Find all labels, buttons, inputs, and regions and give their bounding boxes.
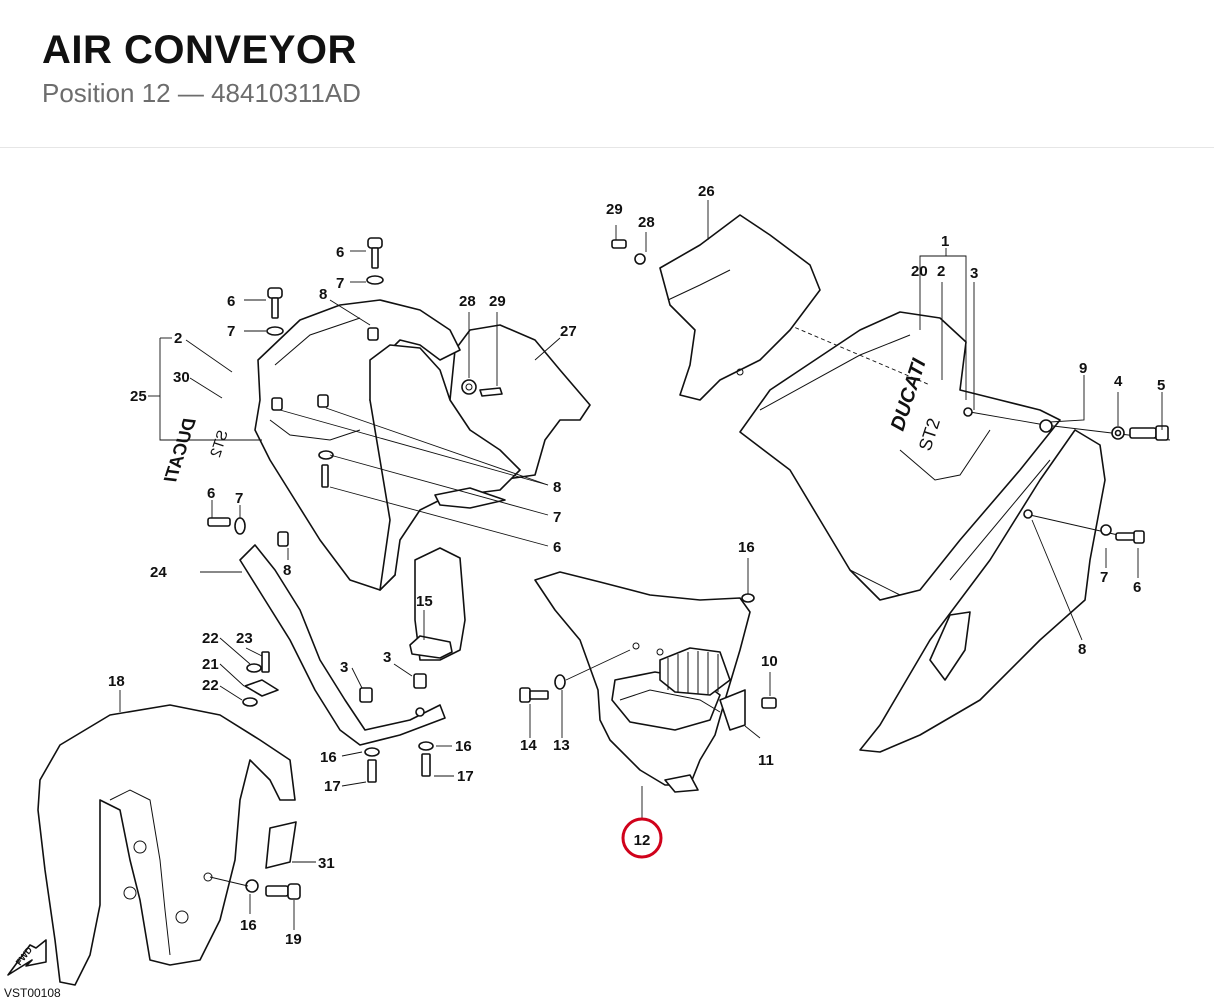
highlight-position-12[interactable]: 12 bbox=[621, 817, 663, 859]
label-6-right: 6 bbox=[1133, 579, 1141, 596]
label-24: 24 bbox=[150, 564, 167, 581]
left-fairing-part[interactable] bbox=[254, 299, 521, 591]
exploded-parts-diagram: DUCATI ST2 bbox=[0, 148, 1214, 1003]
decal-logo-text-left: DUCATI bbox=[160, 415, 200, 486]
label-2-left: 2 bbox=[174, 330, 182, 347]
label-27: 27 bbox=[560, 323, 577, 340]
label-16-lower: 16 bbox=[240, 917, 257, 934]
label-3-strut-right: 3 bbox=[383, 649, 391, 666]
label-16-strut-left: 16 bbox=[320, 749, 337, 766]
label-22-lower: 22 bbox=[202, 677, 219, 694]
highlight-circle bbox=[621, 817, 663, 859]
header: AIR CONVEYOR Position 12 — 48410311AD bbox=[0, 0, 1214, 148]
label-23: 23 bbox=[236, 630, 253, 647]
diagram-code: VST00108 bbox=[4, 986, 61, 1000]
part-12-air-conveyor[interactable] bbox=[534, 571, 751, 818]
label-20: 20 bbox=[911, 263, 928, 280]
label-7-mid: 7 bbox=[235, 490, 243, 507]
label-8-right: 8 bbox=[1078, 641, 1086, 658]
label-2-right: 2 bbox=[937, 263, 945, 280]
label-6-left: 6 bbox=[227, 293, 235, 310]
label-6-top: 6 bbox=[336, 244, 344, 261]
label-7-left: 7 bbox=[227, 323, 235, 340]
label-8-top: 8 bbox=[319, 286, 327, 303]
label-11: 11 bbox=[758, 752, 774, 769]
label-29-mid: 29 bbox=[489, 293, 506, 310]
label-16-upper: 16 bbox=[738, 539, 755, 556]
label-1: 1 bbox=[941, 233, 949, 250]
left-fairing-hardware bbox=[148, 237, 549, 547]
label-9: 9 bbox=[1079, 360, 1087, 377]
label-7-right: 7 bbox=[1100, 569, 1108, 586]
label-13: 13 bbox=[553, 737, 570, 754]
label-14: 14 bbox=[520, 737, 537, 754]
label-29-top: 29 bbox=[606, 201, 623, 218]
label-17-right: 17 bbox=[457, 768, 474, 785]
right-fairing-hardware bbox=[659, 248, 1171, 641]
label-28-mid: 28 bbox=[459, 293, 476, 310]
label-22-upper: 22 bbox=[202, 630, 219, 647]
mudguard-hardware bbox=[209, 821, 316, 930]
part-12-hardware bbox=[519, 558, 777, 739]
label-4: 4 bbox=[1114, 373, 1123, 390]
label-6-mid: 6 bbox=[207, 485, 215, 502]
strut-hardware bbox=[207, 500, 454, 787]
label-21: 21 bbox=[202, 656, 219, 673]
label-7-callout: 7 bbox=[553, 509, 561, 526]
part-24[interactable] bbox=[200, 544, 466, 746]
label-10: 10 bbox=[761, 653, 778, 670]
label-7-top: 7 bbox=[336, 275, 344, 292]
callout-labels: 1 20 2 3 29 28 26 6 7 8 28 29 27 6 7 2 3… bbox=[108, 183, 1165, 948]
label-8-mid: 8 bbox=[283, 562, 291, 579]
label-6-callout: 6 bbox=[553, 539, 561, 556]
label-28-top: 28 bbox=[638, 214, 655, 231]
label-15: 15 bbox=[416, 593, 433, 610]
part-18[interactable] bbox=[37, 690, 296, 986]
fwd-arrow-icon: FWD bbox=[7, 939, 47, 976]
label-19: 19 bbox=[285, 931, 302, 948]
right-fairing-part[interactable] bbox=[739, 311, 1106, 753]
label-3-right: 3 bbox=[970, 265, 978, 282]
label-16-strut-right: 16 bbox=[455, 738, 472, 755]
part-26[interactable] bbox=[611, 200, 821, 401]
label-18: 18 bbox=[108, 673, 125, 690]
label-30: 30 bbox=[173, 369, 190, 386]
highlight-label: 12 bbox=[634, 832, 651, 849]
label-3-strut-left: 3 bbox=[340, 659, 348, 676]
label-5: 5 bbox=[1157, 377, 1165, 394]
page-subtitle: Position 12 — 48410311AD bbox=[42, 78, 361, 108]
label-17-left: 17 bbox=[324, 778, 341, 795]
label-8-callout: 8 bbox=[553, 479, 561, 496]
ducati-decal-left: DUCATI ST2 bbox=[160, 415, 232, 486]
decal-model-text-left: ST2 bbox=[207, 428, 232, 459]
label-31: 31 bbox=[318, 855, 335, 872]
label-25: 25 bbox=[130, 388, 147, 405]
page-title: AIR CONVEYOR bbox=[42, 28, 357, 72]
label-26: 26 bbox=[698, 183, 715, 200]
